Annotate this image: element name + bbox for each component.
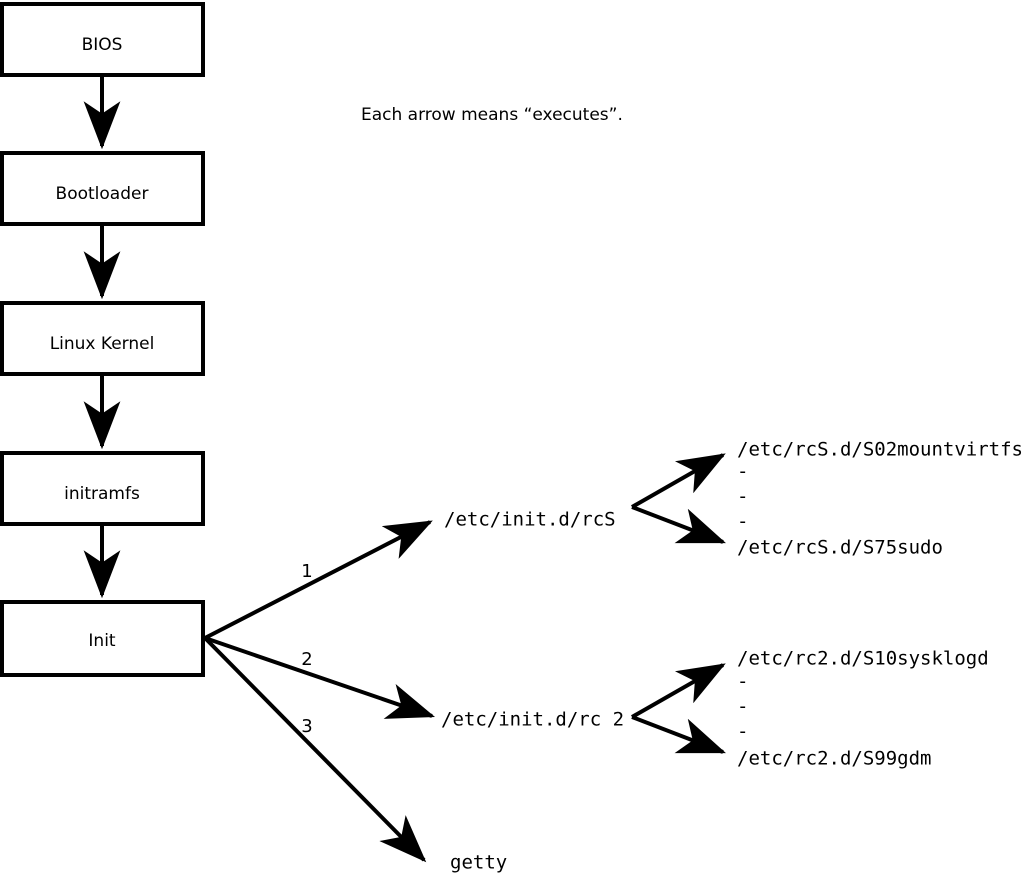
arrow-rc2-to-first xyxy=(631,663,726,719)
box-init-rect xyxy=(0,600,205,677)
label-getty: getty xyxy=(450,852,507,874)
box-bootloader-label: Bootloader xyxy=(56,184,149,204)
box-bios: BIOS xyxy=(0,2,205,77)
box-init: Init xyxy=(0,600,205,677)
label-rcs-d-s02mountvirtfs: /etc/rcS.d/S02mountvirtfs xyxy=(737,439,1023,461)
label-rc2-d-s99gdm: /etc/rc2.d/S99gdm xyxy=(737,748,931,770)
label-rc2-d-s10sysklogd: /etc/rc2.d/S10sysklogd xyxy=(737,648,989,670)
box-initramfs: initramfs xyxy=(0,451,205,526)
rc2-ellipsis-dot-2: - xyxy=(737,696,748,718)
box-linux-kernel-label: Linux Kernel xyxy=(50,334,155,354)
rc2-ellipsis-dot-3: - xyxy=(737,721,748,743)
arrow-rcs-to-last xyxy=(631,505,726,544)
box-bootloader: Bootloader xyxy=(0,151,205,226)
label-rcs-d-s75sudo: /etc/rcS.d/S75sudo xyxy=(737,537,943,559)
arrow-rcs-to-first xyxy=(631,453,726,509)
label-etc-init-d-rcs: /etc/init.d/rcS xyxy=(444,509,616,531)
arrow-init-to-getty xyxy=(203,636,427,863)
edge-number-2: 2 xyxy=(301,649,312,670)
arrow-rc2-to-last xyxy=(631,715,726,754)
edge-number-3: 3 xyxy=(301,716,312,737)
rcs-ellipsis-dot-2: - xyxy=(737,486,748,508)
edge-number-1: 1 xyxy=(301,561,312,582)
rc2-ellipsis-dot-1: - xyxy=(737,671,748,693)
rcs-ellipsis-dot-3: - xyxy=(737,511,748,533)
box-linux-kernel-rect xyxy=(0,301,205,376)
box-init-label: Init xyxy=(88,631,116,651)
label-etc-init-d-rc-2: /etc/init.d/rc 2 xyxy=(441,709,624,731)
diagram-caption: Each arrow means “executes”. xyxy=(361,105,623,125)
box-linux-kernel: Linux Kernel xyxy=(0,301,205,376)
arrow-init-to-rcs xyxy=(204,520,433,640)
box-initramfs-label: initramfs xyxy=(64,484,140,504)
box-initramfs-rect xyxy=(0,451,205,526)
box-bios-rect xyxy=(0,2,205,77)
box-bios-label: BIOS xyxy=(82,35,123,55)
box-bootloader-rect xyxy=(0,151,205,226)
rcs-ellipsis-dot-1: - xyxy=(737,461,748,483)
arrow-init-to-rc2 xyxy=(204,636,436,719)
